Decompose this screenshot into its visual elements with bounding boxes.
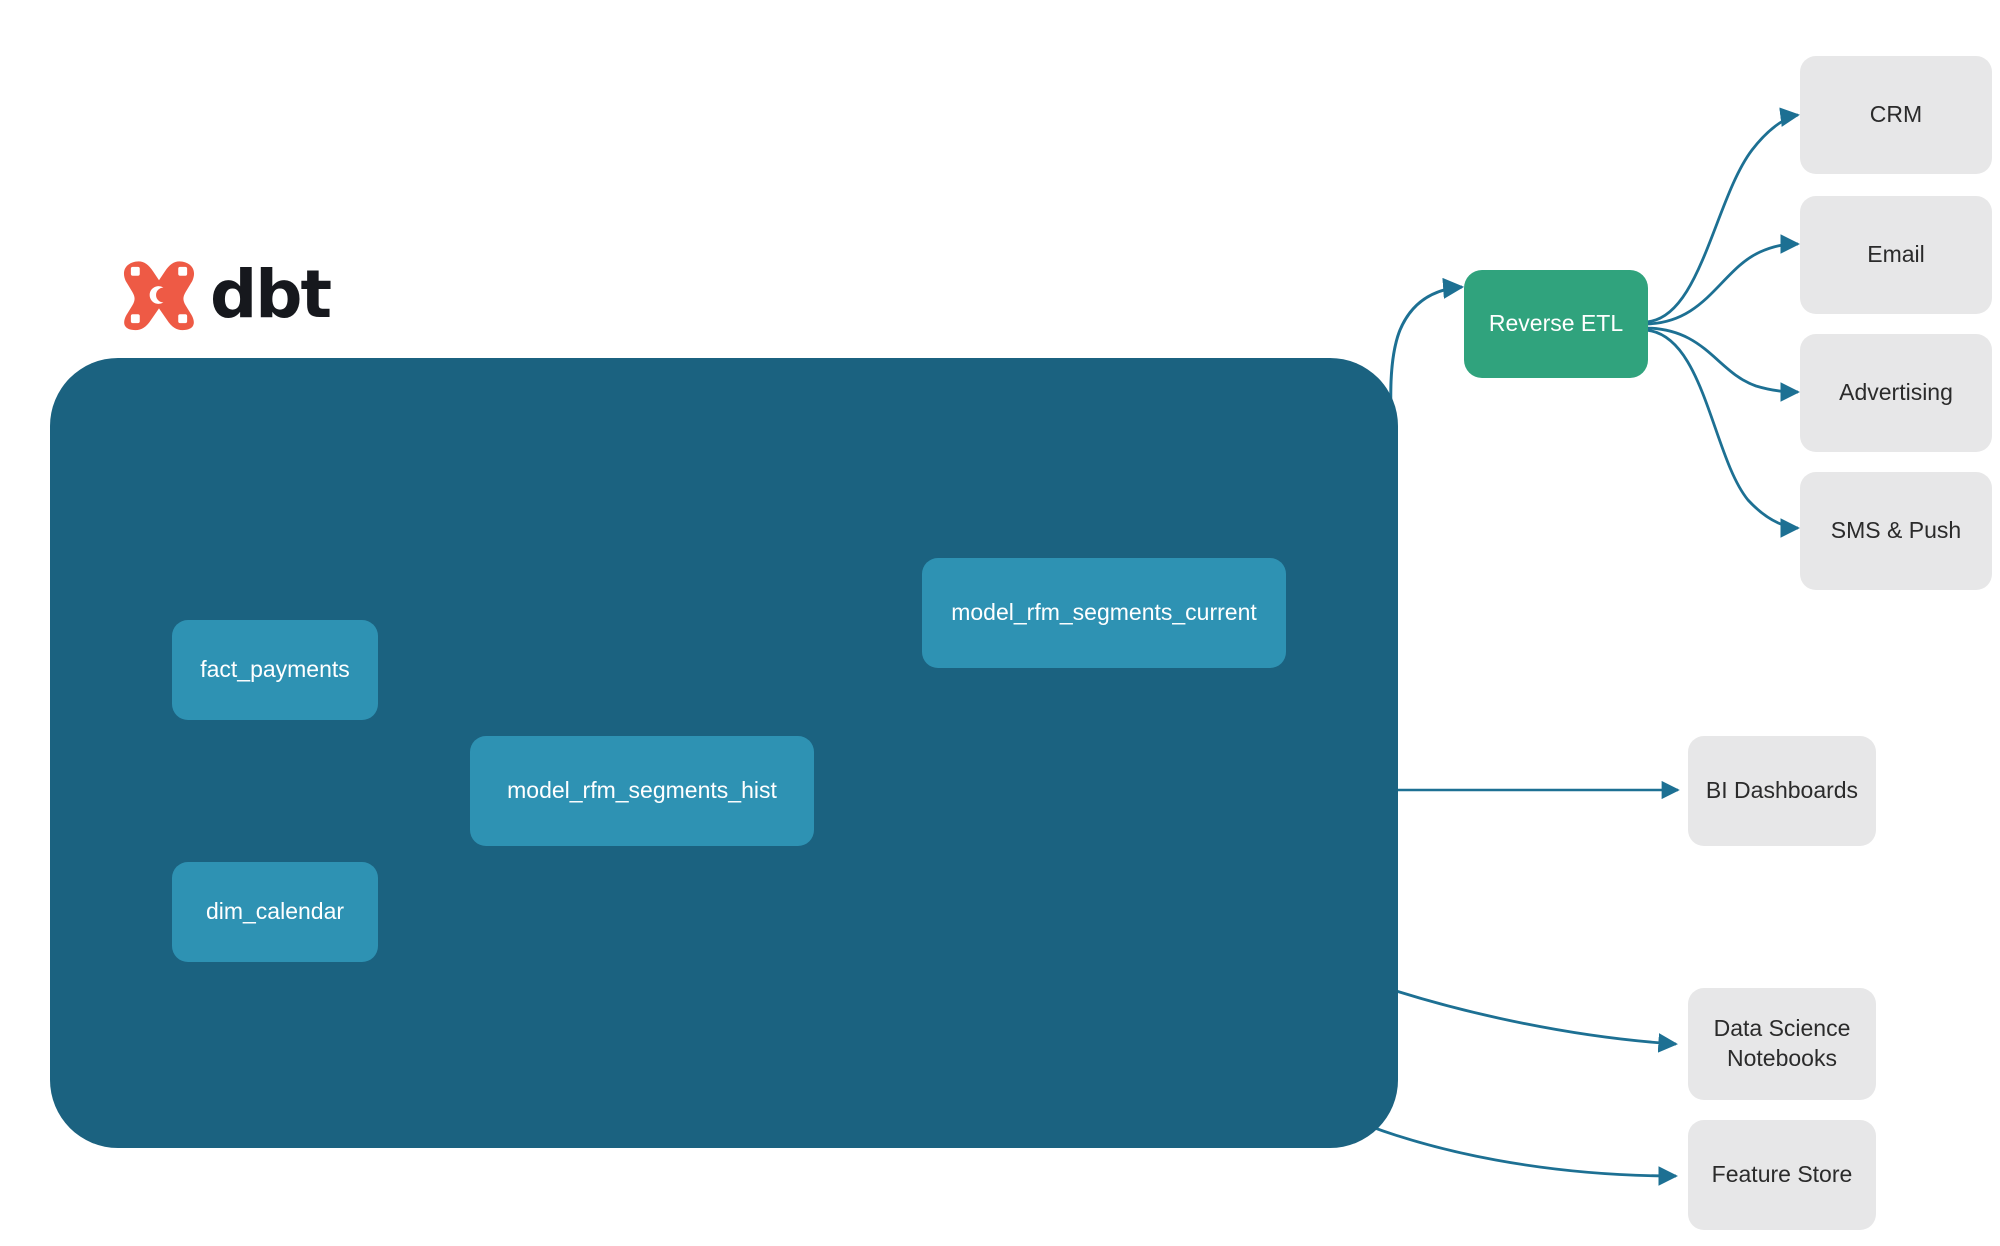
node-advertising-label: Advertising xyxy=(1839,379,1953,406)
edge-reverse-etl-to-crm xyxy=(1643,107,1800,324)
node-dim-calendar-label: dim_calendar xyxy=(205,898,345,925)
dbt-x-logo-icon xyxy=(123,261,195,331)
node-fact-payments-label: fact_payments xyxy=(200,656,350,683)
edge-reverse-etl-to-advertising xyxy=(1643,326,1800,402)
node-reverse-etl[interactable]: Reverse ETL xyxy=(1464,270,1648,378)
dbt-wordmark: dbt xyxy=(210,256,332,333)
node-sms-push[interactable]: SMS & Push xyxy=(1800,472,1992,590)
edge-reverse-etl-to-sms-push xyxy=(1643,328,1800,538)
node-model-rfm-segments-current[interactable]: model_rfm_segments_current xyxy=(922,558,1286,668)
node-feature-store-label: Feature Store xyxy=(1711,1161,1853,1188)
node-data-science-notebooks-label-line1: Data Science xyxy=(1713,1015,1851,1042)
node-email[interactable]: Email xyxy=(1800,196,1992,314)
node-bi-dashboards[interactable]: BI Dashboards xyxy=(1688,736,1876,846)
node-sms-push-label: SMS & Push xyxy=(1830,517,1962,544)
node-crm[interactable]: CRM xyxy=(1800,56,1992,174)
node-reverse-etl-label: Reverse ETL xyxy=(1488,310,1624,337)
node-bi-dashboards-label: BI Dashboards xyxy=(1705,777,1859,804)
node-email-label: Email xyxy=(1867,241,1925,268)
node-data-science-notebooks[interactable]: Data Science Notebooks xyxy=(1688,988,1876,1100)
edge-reverse-etl-to-email xyxy=(1643,234,1800,326)
node-fact-payments[interactable]: fact_payments xyxy=(172,620,378,720)
node-dim-calendar[interactable]: dim_calendar xyxy=(172,862,378,962)
dbt-brand-lockup: dbt xyxy=(122,256,332,333)
node-model-rfm-segments-current-label: model_rfm_segments_current xyxy=(951,599,1257,626)
node-crm-label: CRM xyxy=(1869,101,1923,128)
node-model-rfm-segments-hist-label: model_rfm_segments_hist xyxy=(507,777,777,804)
node-model-rfm-segments-hist[interactable]: model_rfm_segments_hist xyxy=(470,736,814,846)
node-feature-store[interactable]: Feature Store xyxy=(1688,1120,1876,1230)
node-data-science-notebooks-label-line2: Notebooks xyxy=(1727,1045,1837,1071)
node-advertising[interactable]: Advertising xyxy=(1800,334,1992,452)
